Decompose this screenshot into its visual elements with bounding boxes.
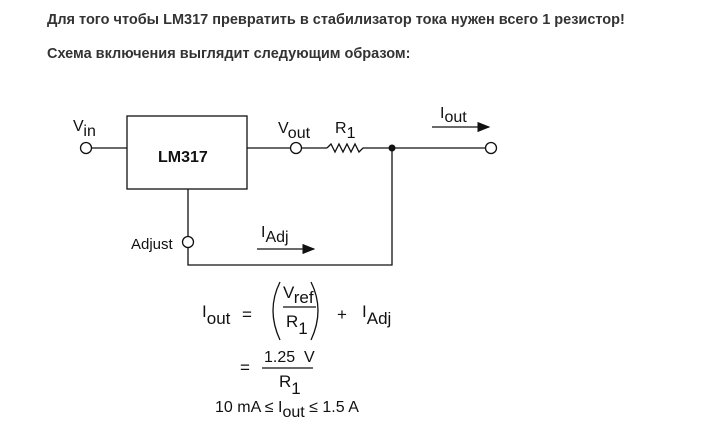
right-paren (310, 281, 319, 341)
intro-text: Для того чтобы LM317 превратить в стабил… (47, 12, 625, 28)
formula-iout: Iout (202, 302, 231, 328)
formula-plus: + (337, 305, 347, 324)
scheme-caption: Схема включения выглядит следующим образ… (47, 46, 411, 62)
left-paren (272, 281, 281, 341)
wire-feedback (187, 148, 393, 266)
vout-terminal (289, 141, 303, 155)
formula-vref: Vref (283, 283, 314, 307)
vin-terminal (79, 141, 93, 155)
output-terminal (484, 141, 498, 155)
formula-range: 10 mA ≤ Iout ≤ 1.5 A (215, 399, 359, 421)
vin-label: Vin (73, 118, 96, 140)
formula-r1: R1 (286, 312, 308, 338)
vout-label: Vout (278, 120, 311, 142)
adjust-terminal (181, 235, 195, 249)
formula-r1-2: R1 (279, 372, 301, 398)
iout-label: Iout (440, 105, 467, 126)
chip-label: LM317 (158, 149, 208, 166)
adjust-label: Adjust (131, 236, 174, 253)
r1-label: R1 (335, 120, 356, 142)
formula-iadj: IAdj (362, 302, 391, 328)
formula-equals: = (242, 305, 252, 324)
iadj-label: IAdj (261, 224, 289, 246)
resistor-r1 (326, 142, 392, 154)
lm317-box (126, 115, 248, 190)
formula-equals-2: = (240, 358, 250, 377)
junction-dot (388, 144, 396, 152)
formula-1-25v: 1.25 V (264, 349, 315, 366)
